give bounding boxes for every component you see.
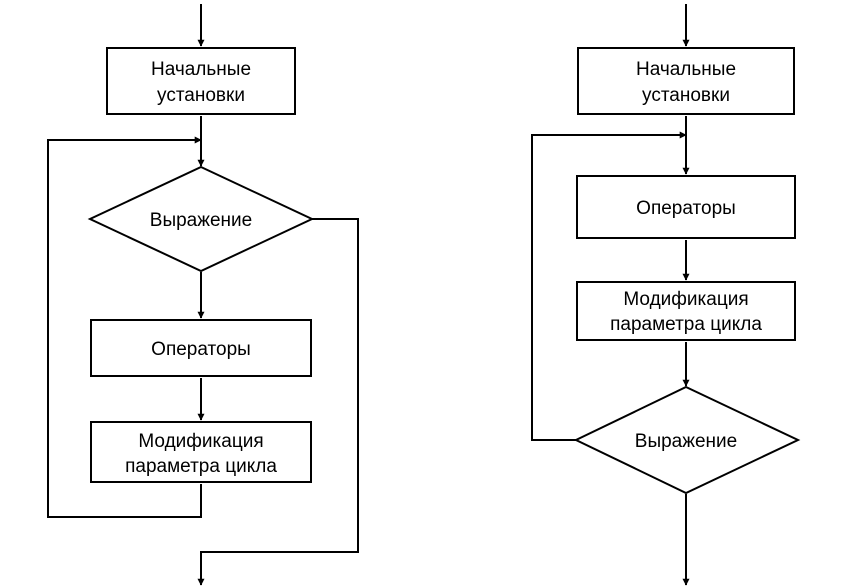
node-label-line-2: установки: [157, 85, 245, 106]
node-label-line-1: Выражение: [635, 431, 737, 452]
process-loop-parameter-modification: Модификация параметра цикла: [576, 281, 796, 341]
decision-expression: Выражение: [573, 385, 801, 495]
node-label-line-1: Начальные: [636, 59, 736, 80]
node-label-line-1: Модификация: [623, 289, 748, 310]
flowchart-posttest-loop: Начальные установки Операторы Модификаци…: [531, 4, 801, 586]
node-label-line-1: Модификация: [138, 431, 263, 452]
node-label-line-1: Операторы: [636, 198, 736, 219]
edge-mod-back-to-cond: [47, 136, 202, 518]
node-label-line-2: параметра цикла: [610, 314, 762, 335]
process-operators: Операторы: [90, 319, 312, 377]
process-box: [577, 47, 795, 115]
process-box: [106, 47, 296, 115]
flowchart-pretest-loop: Начальные установки Выражение Операторы …: [47, 4, 359, 586]
decision-diamond: [87, 165, 315, 273]
node-label-line-1: Выражение: [150, 210, 252, 231]
process-box: [576, 175, 796, 239]
edge-cond-back-to-ops: [531, 131, 687, 441]
decision-expression: Выражение: [87, 165, 315, 273]
node-label-line-1: Начальные: [151, 59, 251, 80]
node-label-line-1: Операторы: [151, 339, 251, 360]
decision-diamond: [573, 385, 801, 495]
process-loop-parameter-modification: Модификация параметра цикла: [90, 421, 312, 483]
node-label-line-2: параметра цикла: [125, 456, 277, 477]
node-label-line-2: установки: [642, 85, 730, 106]
process-box: [90, 421, 312, 483]
process-initial-settings: Начальные установки: [106, 47, 296, 115]
edge-cond-to-exit: [197, 218, 359, 586]
process-operators: Операторы: [576, 175, 796, 239]
process-box: [90, 319, 312, 377]
process-box: [576, 281, 796, 341]
process-initial-settings: Начальные установки: [577, 47, 795, 115]
